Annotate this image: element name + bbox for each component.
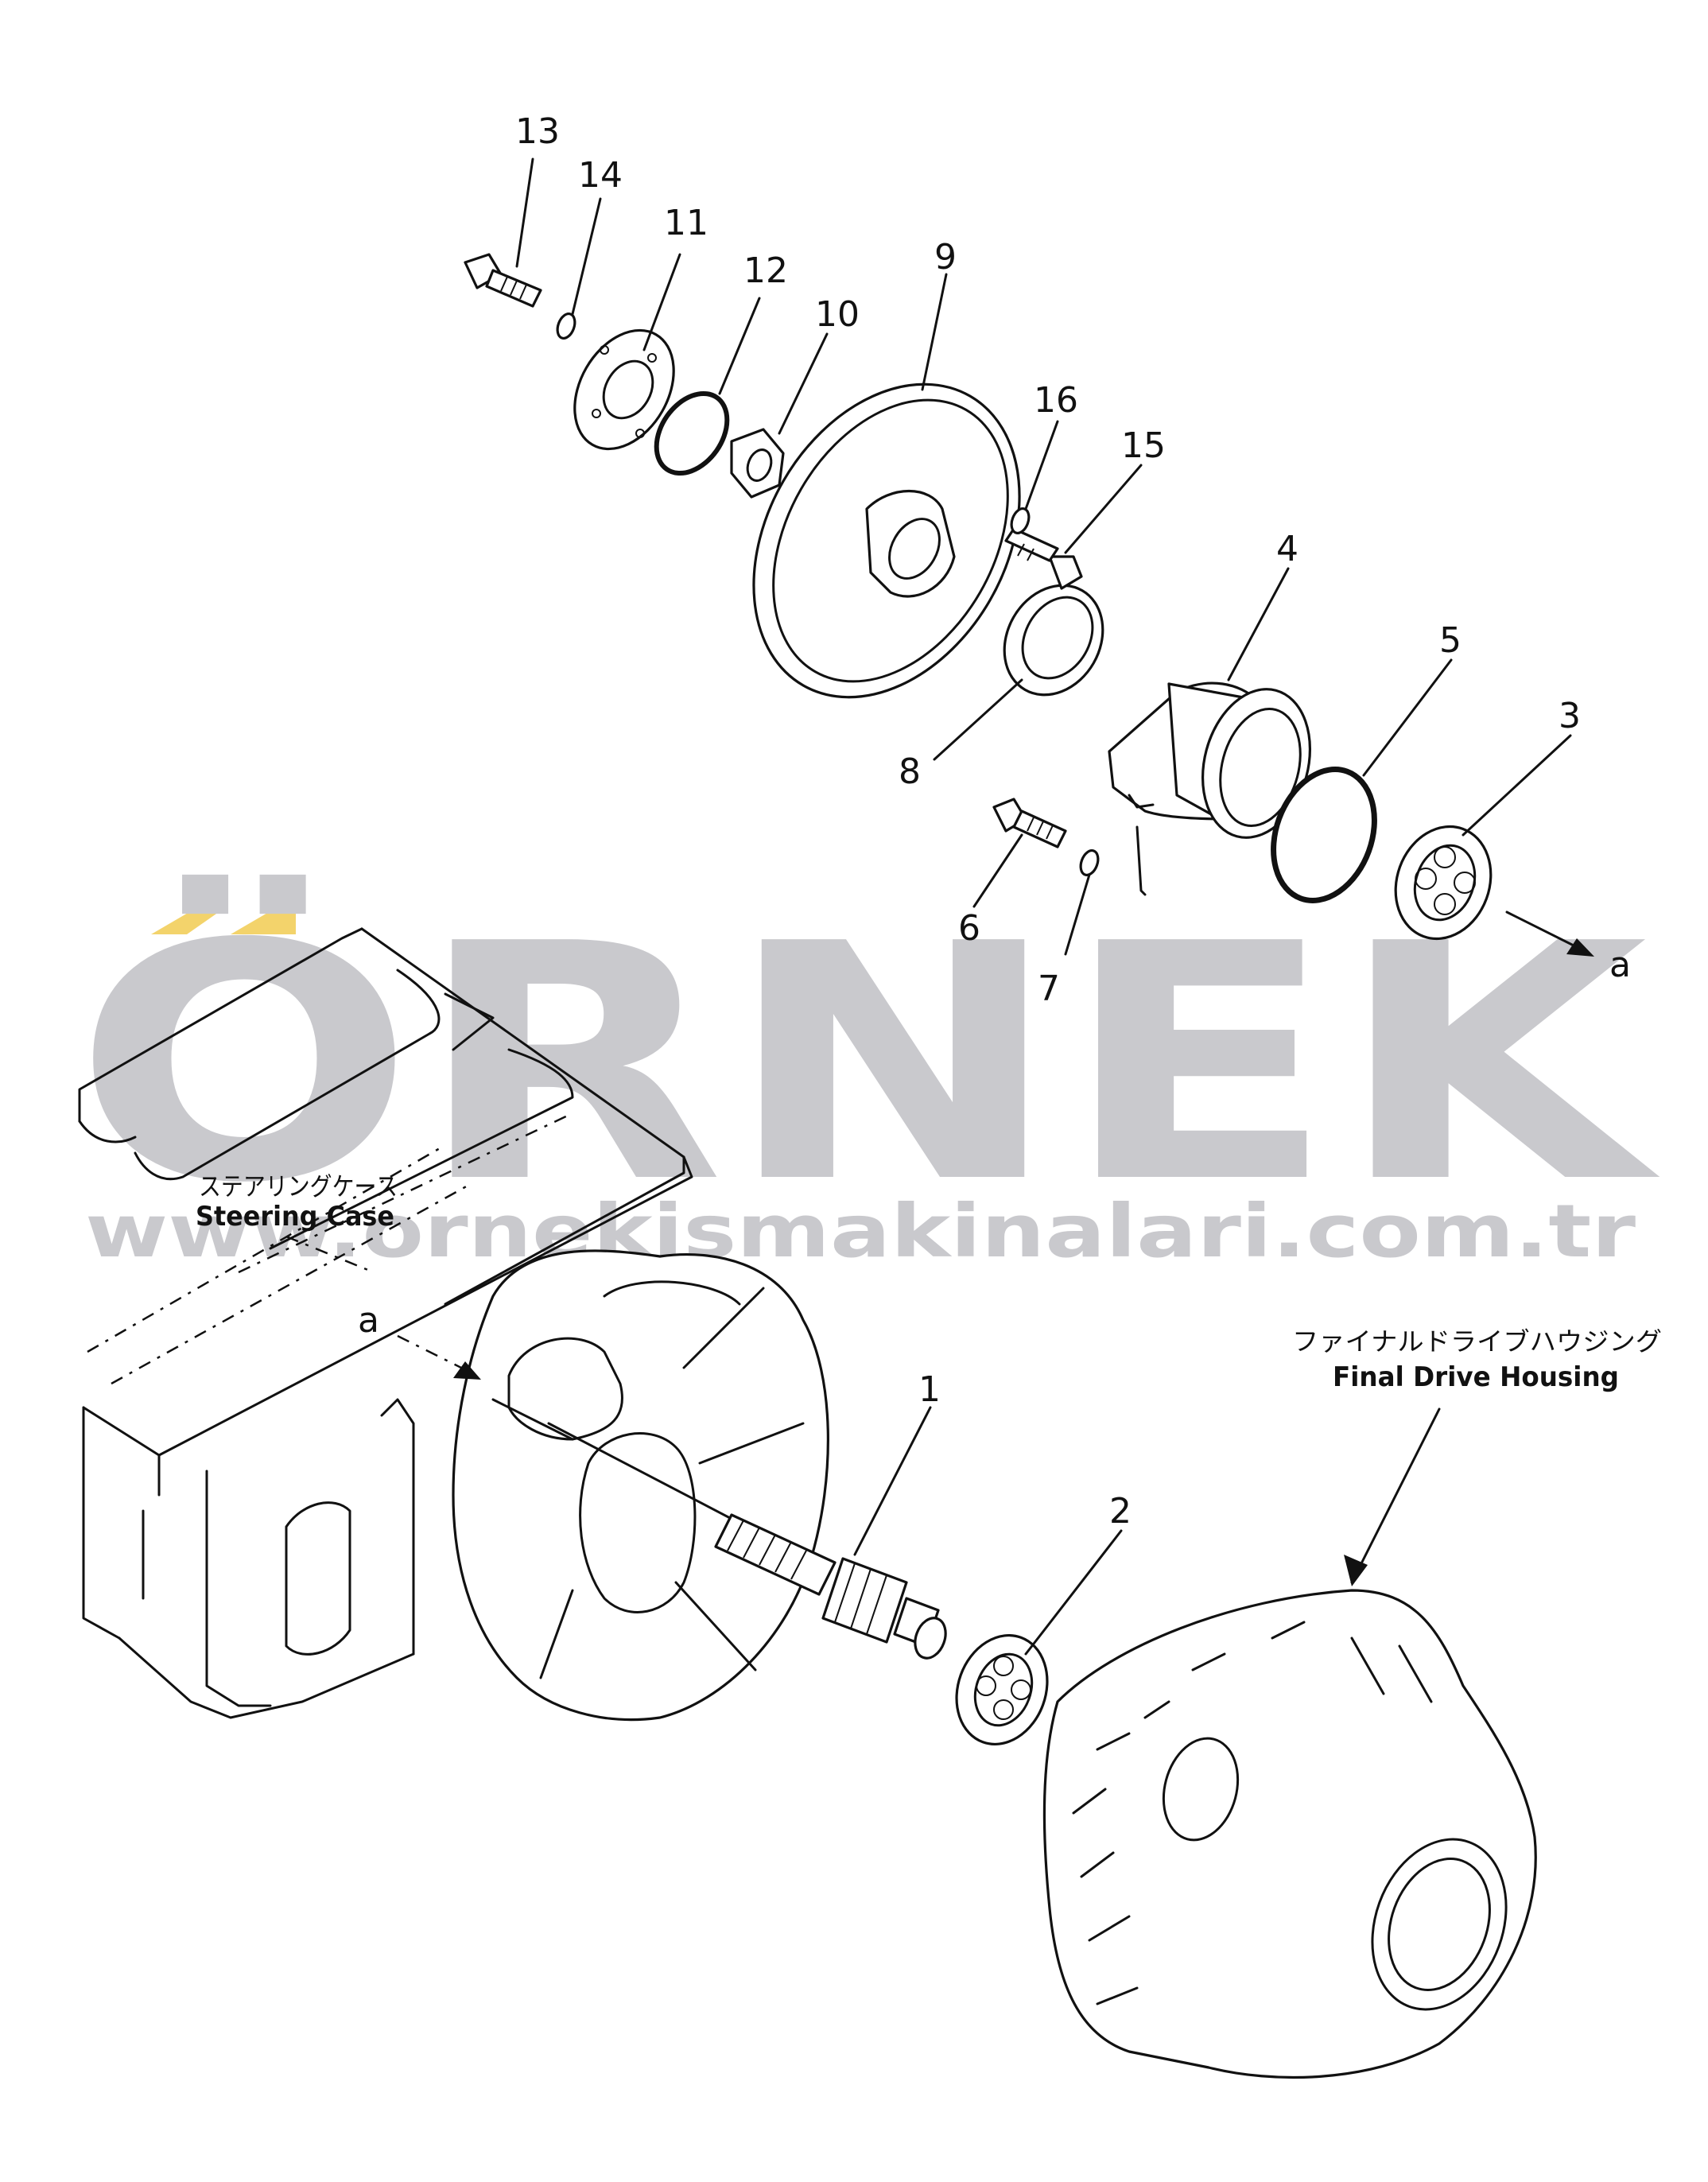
part-3-bearing	[1394, 825, 1493, 941]
callout-1: 1	[918, 1369, 941, 1410]
part-11-flange	[573, 328, 675, 451]
callout-leaders	[515, 157, 1572, 1656]
part-12-o-ring	[654, 390, 730, 476]
callout-4: 4	[1276, 529, 1298, 569]
callout-14: 14	[578, 155, 623, 196]
part-14-washer	[556, 312, 576, 340]
part-4-cage	[1108, 681, 1312, 896]
callout-16: 16	[1034, 380, 1078, 421]
final-drive-housing	[1042, 1589, 1537, 2079]
watermark-brand: ÖRNEK	[73, 872, 1663, 1254]
callout-3: 3	[1559, 696, 1581, 736]
view-arrow-upper-label: a	[1609, 945, 1631, 985]
view-arrow-upper	[1505, 910, 1594, 957]
part-8-bearing-cup	[1003, 584, 1104, 697]
final-drive-leader	[1350, 1407, 1441, 1584]
callout-9: 9	[934, 237, 957, 278]
part-16-washer	[1010, 507, 1031, 535]
part-6-bolt	[992, 798, 1067, 848]
callout-13: 13	[515, 111, 560, 152]
callout-2: 2	[1109, 1491, 1132, 1532]
callout-6: 6	[958, 908, 980, 949]
part-1-shaft	[547, 1422, 947, 1660]
steering-case-caption-jp: ステアリングケース	[199, 1171, 398, 1202]
steering-flange	[452, 1249, 829, 1722]
final-drive-caption-en: Final Drive Housing	[1333, 1361, 1619, 1393]
callout-numbers: 1 2 3 4 5 6 7 8 9 10 11 12 13 14 15 16	[515, 111, 1581, 1532]
callout-10: 10	[815, 294, 860, 335]
part-9-cover	[752, 382, 1021, 699]
watermark-accent-left	[151, 907, 227, 934]
callout-12: 12	[743, 250, 788, 291]
part-15-bolt	[1004, 527, 1083, 590]
final-drive-caption-jp: ファイナルドライブハウジング	[1292, 1326, 1662, 1357]
steering-case-caption-en: Steering Case	[196, 1201, 394, 1233]
final-drive-arrowhead	[1344, 1555, 1368, 1586]
callout-5: 5	[1439, 620, 1462, 661]
callout-8: 8	[899, 751, 921, 792]
part-13-bolt	[464, 253, 542, 308]
part-10-nut	[730, 428, 785, 499]
callout-11: 11	[664, 203, 708, 243]
callout-15: 15	[1121, 425, 1166, 466]
watermark-accent-right	[231, 907, 296, 934]
callout-7: 7	[1038, 969, 1060, 1009]
part-5-o-ring	[1271, 767, 1377, 903]
part-7-washer	[1079, 848, 1100, 877]
view-arrow-lower-label: a	[358, 1300, 379, 1341]
part-2-bearing	[955, 1633, 1049, 1746]
view-arrow-lower	[397, 1334, 481, 1380]
steering-case-outline	[78, 927, 693, 1719]
